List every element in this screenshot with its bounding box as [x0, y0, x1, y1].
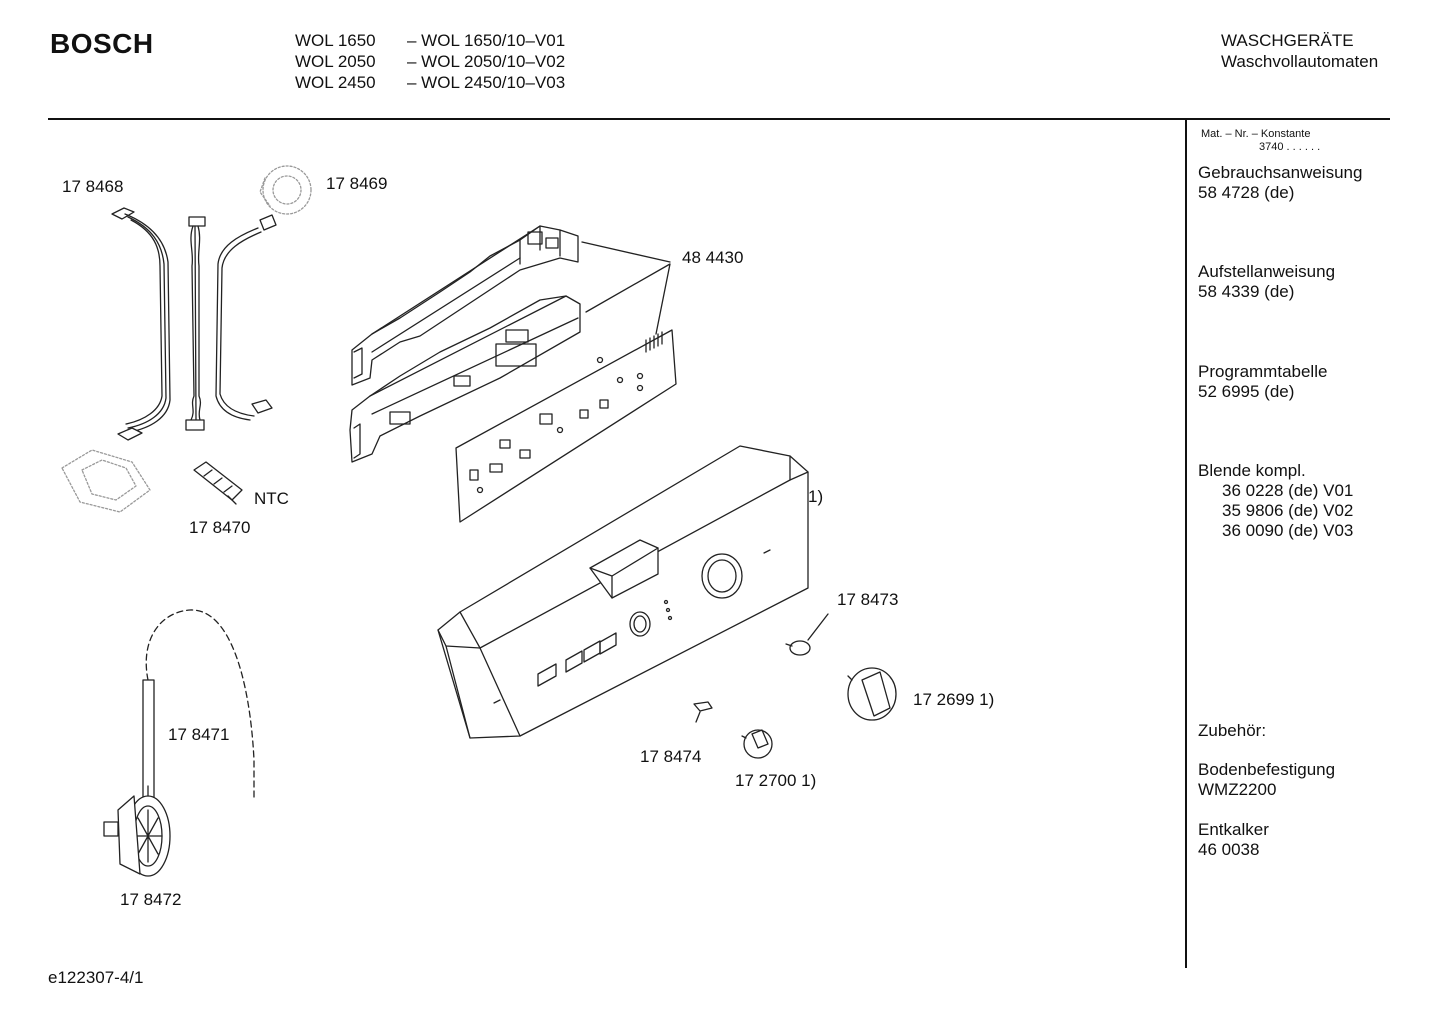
floor-value: WMZ2200 — [1198, 780, 1277, 799]
model-list: WOL 1650 – WOL 1650/10–V01 WOL 2050 – WOL … — [295, 30, 565, 93]
category-title: WASCHGERÄTE — [1221, 31, 1354, 50]
hose-segment — [142, 679, 155, 801]
category-block: WASCHGERÄTE Waschvollautomaten — [1221, 30, 1378, 72]
part-label: 17 8469 — [326, 174, 388, 193]
descaler-value: 46 0038 — [1198, 840, 1260, 859]
pressure-hose — [145, 609, 255, 801]
program-value: 52 6995 (de) — [1198, 382, 1295, 401]
model-variant: – WOL 2050/10–V02 — [407, 52, 566, 71]
part-label: 17 8470 — [189, 518, 251, 537]
control-bracket-upper — [351, 225, 579, 386]
sidebar-divider — [1185, 120, 1187, 968]
panel-block: Blende kompl. 36 0228 (de) V01 35 9806 (… — [1198, 461, 1353, 541]
model-name: WOL 2450 — [295, 73, 376, 92]
descaler-block: Entkalker 46 0038 — [1198, 820, 1269, 860]
model-row: WOL 1650 – WOL 1650/10–V01 — [295, 30, 565, 51]
push-button-icon — [693, 701, 713, 723]
setup-block: Aufstellanweisung 58 4339 (de) — [1198, 262, 1335, 302]
part-label: 17 8474 — [640, 747, 702, 766]
category-subtitle: Waschvollautomaten — [1221, 52, 1379, 71]
setup-value: 58 4339 (de) — [1198, 282, 1295, 301]
part-label: 17 2700 1) — [735, 771, 817, 790]
ghost-connector-icon — [61, 449, 151, 513]
panel-variant-3: 36 0090 (de) V03 — [1222, 521, 1354, 540]
brand-logo: BOSCH — [50, 28, 154, 59]
pressure-switch-icon — [103, 785, 171, 877]
header-divider — [48, 118, 1390, 120]
model-variant: – WOL 1650/10–V01 — [407, 31, 566, 50]
setup-label: Aufstellanweisung — [1198, 262, 1336, 281]
part-label: 17 8473 — [837, 590, 899, 609]
panel-variant-2: 35 9806 (de) V02 — [1222, 501, 1354, 520]
model-row: WOL 2050 – WOL 2050/10–V02 — [295, 51, 565, 72]
material-number: Mat. – Nr. – Konstante 3740 . . . . . . — [1201, 128, 1320, 154]
control-bracket-lower — [349, 295, 581, 463]
ntc-label: NTC — [254, 489, 289, 508]
panel-variant-1: 36 0228 (de) V01 — [1222, 481, 1354, 500]
floor-block: Bodenbefestigung WMZ2200 — [1198, 760, 1335, 800]
model-name: WOL 1650 — [295, 31, 376, 50]
manual-value: 58 4728 (de) — [1198, 183, 1295, 202]
material-value: 3740 . . . . . . — [1259, 141, 1321, 153]
part-label: 17 8468 — [62, 177, 124, 196]
cable-harness-left — [111, 207, 171, 441]
program-block: Programmtabelle 52 6995 (de) — [1198, 362, 1327, 402]
descaler-label: Entkalker — [1198, 820, 1269, 839]
model-name: WOL 2050 — [295, 52, 376, 71]
manual-label: Gebrauchsanweisung — [1198, 163, 1363, 182]
material-label: Mat. – Nr. – Konstante — [1201, 128, 1311, 140]
accessories-label: Zubehör: — [1198, 721, 1267, 740]
part-label: 48 4430 — [682, 248, 744, 267]
cable-harness-middle — [185, 216, 206, 431]
panel-label: Blende kompl. — [1198, 461, 1306, 480]
control-panel-fascia — [437, 445, 809, 739]
part-label: 17 8471 — [168, 725, 230, 744]
model-row: WOL 2450 – WOL 2450/10–V03 — [295, 72, 565, 93]
document-id: e122307-4/1 — [48, 968, 144, 987]
manual-block: Gebrauchsanweisung 58 4728 (de) — [1198, 163, 1362, 203]
part-label: 17 2699 1) — [913, 690, 995, 709]
connector-housing-icon — [259, 165, 312, 215]
cable-harness-right — [215, 214, 277, 421]
leader-line — [581, 241, 671, 335]
ntc-sensor-icon — [193, 461, 243, 505]
small-knob-icon — [741, 729, 773, 759]
floor-label: Bodenbefestigung — [1198, 760, 1336, 779]
part-label: 17 8472 — [120, 890, 182, 909]
circuit-board — [455, 329, 677, 523]
model-variant: – WOL 2450/10–V03 — [407, 73, 566, 92]
program-label: Programmtabelle — [1198, 362, 1328, 381]
program-knob-icon — [847, 667, 897, 721]
light-guide-icon — [785, 613, 829, 656]
footnote-marker: 1) — [808, 487, 824, 506]
